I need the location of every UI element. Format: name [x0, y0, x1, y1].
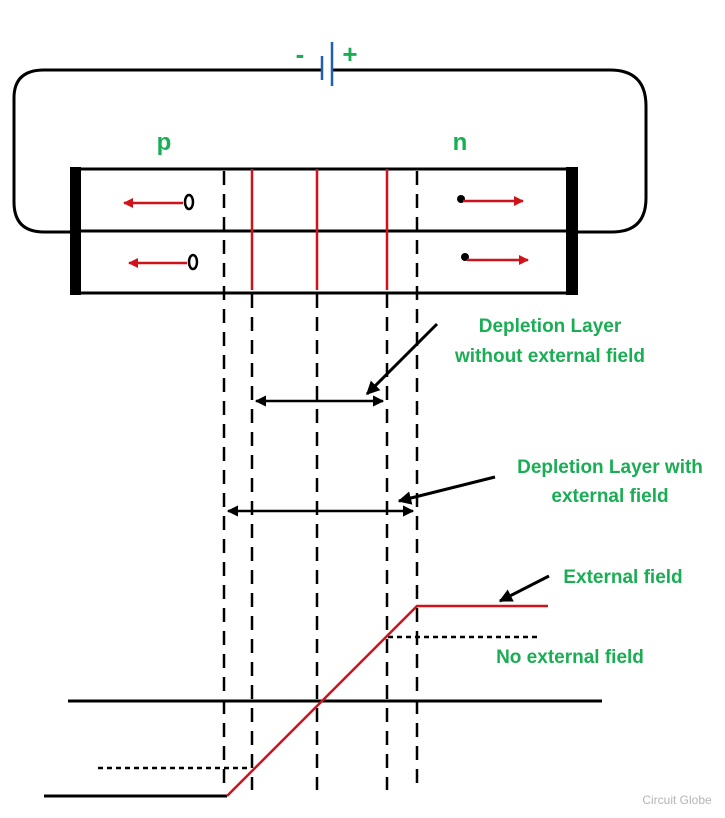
projection-lines — [222, 171, 419, 790]
depletion-without-field-label-line1: Depletion Layer — [479, 316, 622, 337]
hole-icon — [183, 193, 195, 211]
external-field-label: External field — [563, 567, 682, 588]
pointer-with-field — [397, 475, 496, 505]
depletion-without-field-label-line2: without external field — [454, 346, 645, 367]
pointer-without-field — [365, 322, 439, 396]
n-region-label: n — [453, 129, 468, 156]
pointer-external-field — [498, 574, 550, 603]
semiconductor-block — [70, 167, 578, 295]
circuit-wire — [12, 68, 648, 234]
battery-minus-label: - — [296, 39, 305, 69]
right-metal-contact — [566, 167, 578, 295]
p-region-label: p — [157, 129, 172, 156]
external-field-curve — [226, 604, 548, 797]
left-metal-contact — [70, 167, 81, 295]
no-external-field-label: No external field — [496, 647, 644, 668]
hole-icon — [187, 253, 199, 271]
depletion-with-field-label-line2: external field — [551, 486, 668, 507]
battery-plus-label: + — [342, 39, 357, 69]
depletion-with-field-label-line1: Depletion Layer with — [517, 457, 703, 478]
watermark: Circuit Globe — [642, 793, 712, 807]
battery-icon — [320, 42, 334, 86]
